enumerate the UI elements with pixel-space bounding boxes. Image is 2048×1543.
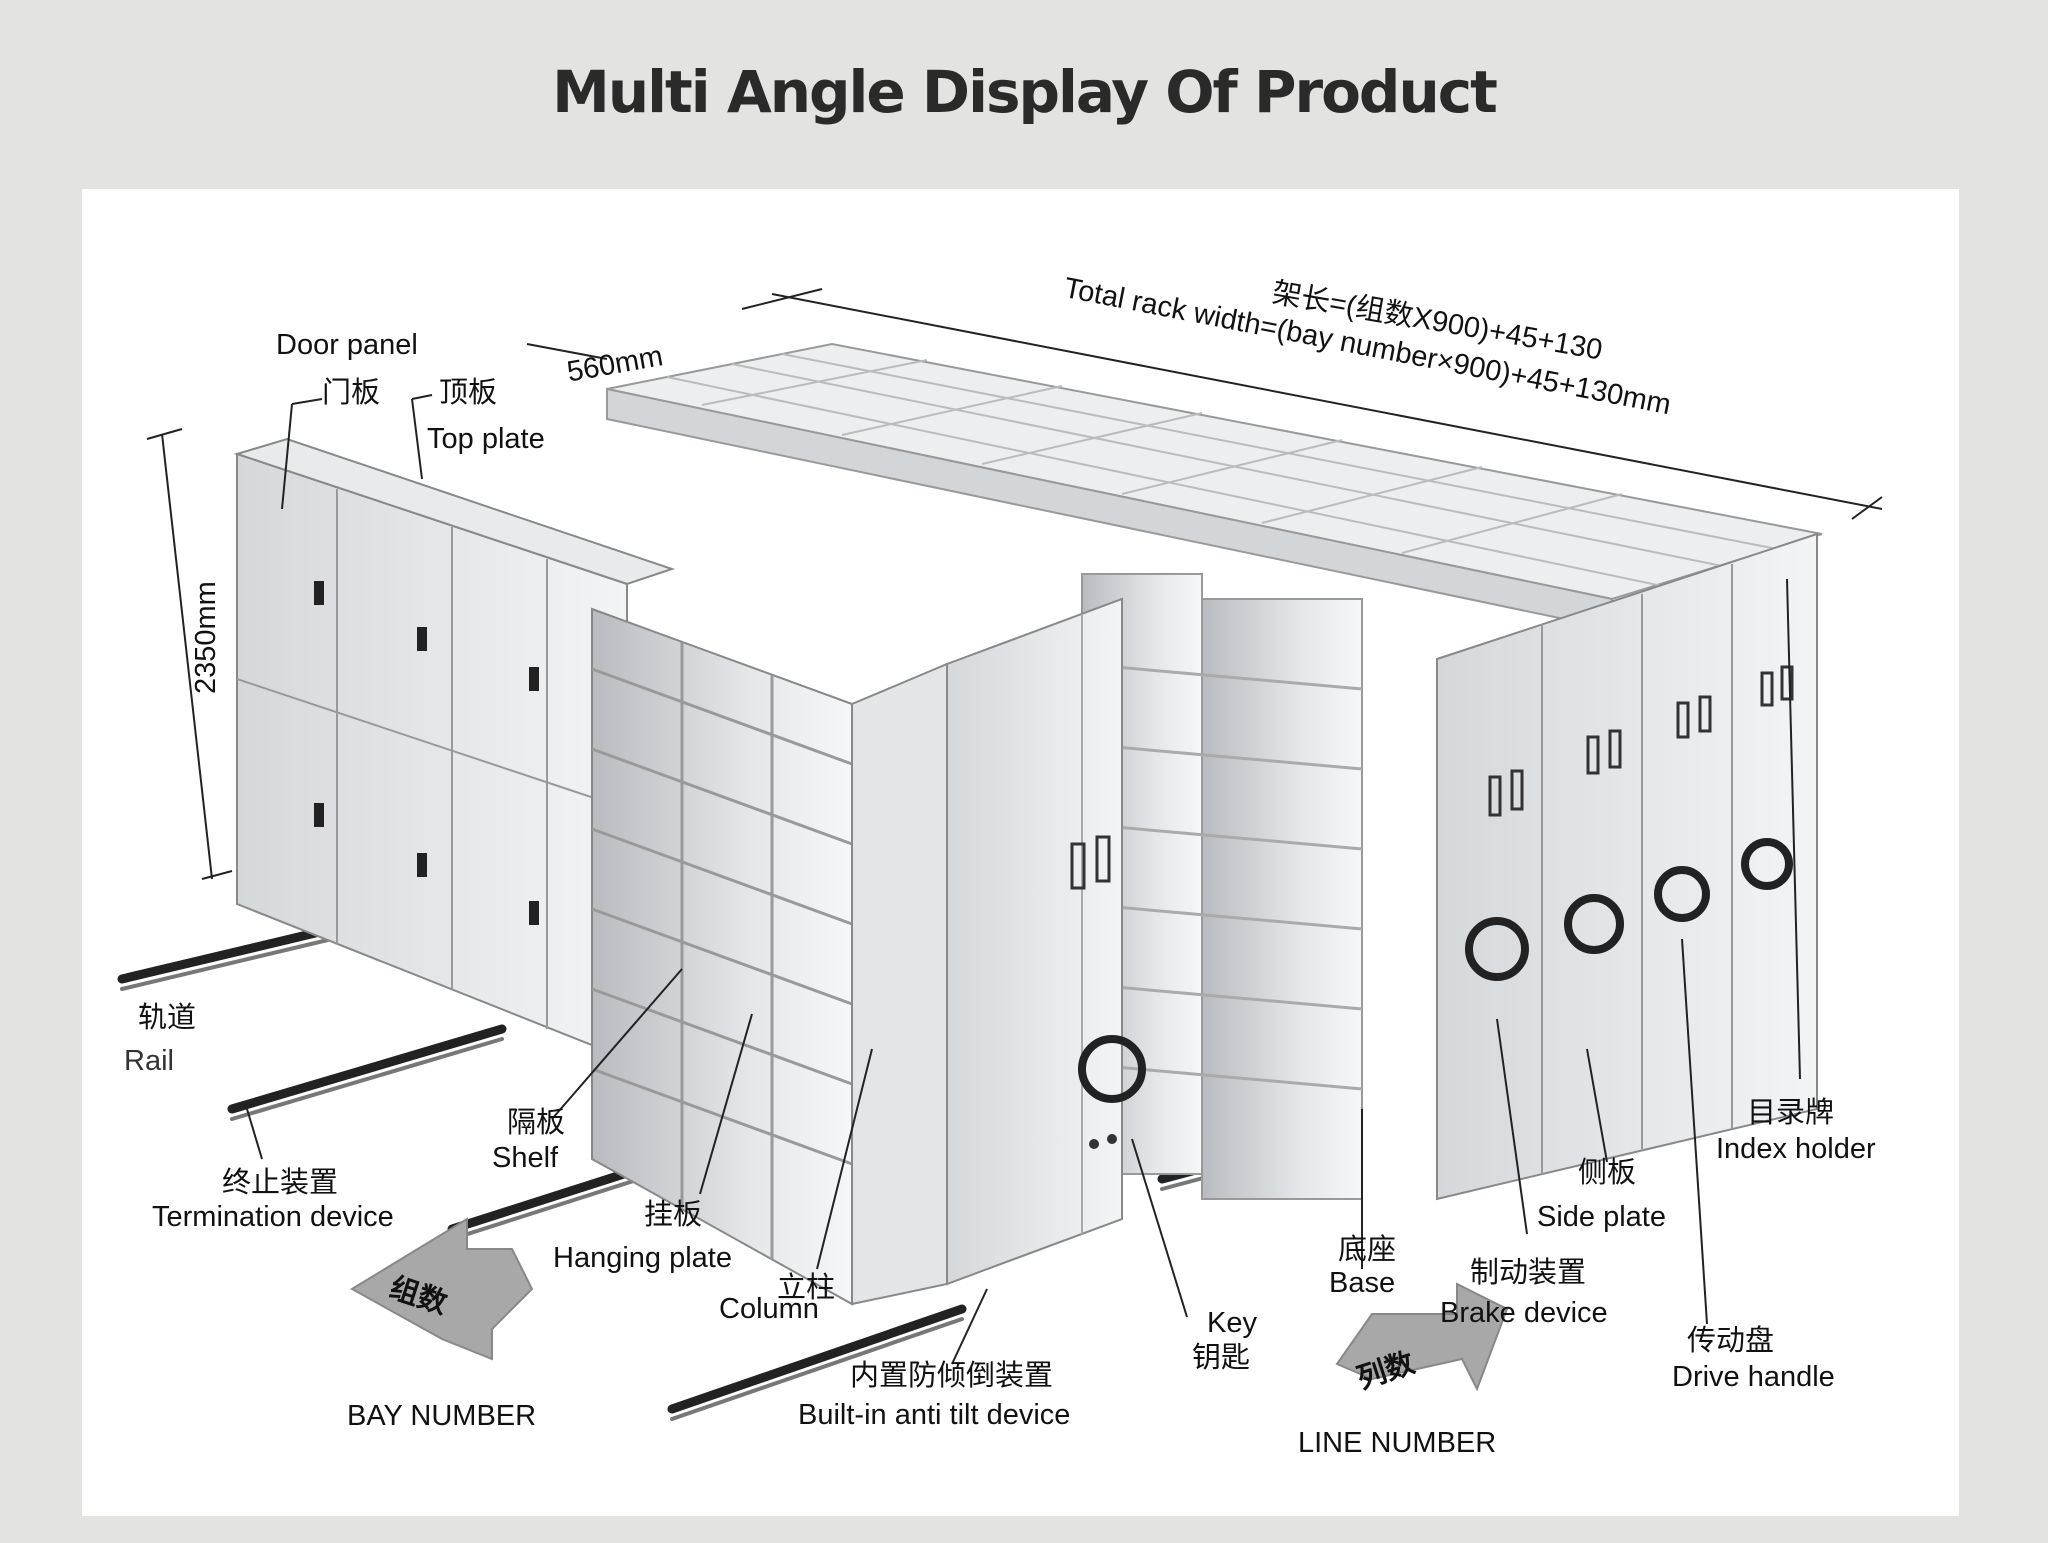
anti-tilt-label: Built-in anti tilt device (798, 1399, 1071, 1431)
brake-label: Brake device (1440, 1297, 1608, 1329)
column-label: Column (719, 1293, 819, 1325)
bay-number-label: BAY NUMBER (347, 1400, 537, 1432)
side-plate-cn-label: 侧板 (1578, 1157, 1637, 1189)
shelf-label: Shelf (492, 1142, 559, 1174)
top-plate-label: Top plate (427, 423, 545, 455)
rail-label: Rail (124, 1045, 174, 1077)
page-title: Multi Angle Display Of Product (552, 58, 1498, 126)
base-label: Base (1329, 1267, 1396, 1299)
side-plate-label: Side plate (1537, 1201, 1666, 1233)
diagram-panel: Door panel 门板 顶板 Top plate 560mm 2350mm … (82, 189, 1959, 1516)
termination-cn-label: 终止装置 (222, 1167, 339, 1199)
index-holder-cn-label: 目录牌 (1747, 1097, 1835, 1129)
hanging-plate-label: Hanging plate (553, 1242, 732, 1274)
line-number-arrow (1335, 1282, 1509, 1392)
door-panel-cn-label: 门板 (322, 377, 381, 409)
back-rack (606, 342, 1823, 1201)
height-dimension: 2350mm (190, 581, 222, 694)
shelving-illustration (117, 288, 1883, 1421)
closed-cabinet (233, 437, 676, 1061)
bay-number-arrow (350, 1217, 534, 1361)
base-cn-label: 底座 (1338, 1234, 1397, 1266)
termination-label: Termination device (152, 1201, 394, 1233)
brake-cn-label: 制动装置 (1470, 1257, 1587, 1289)
line-number-label: LINE NUMBER (1298, 1427, 1497, 1459)
drive-handle-label: Drive handle (1672, 1361, 1835, 1393)
shelf-cn-label: 隔板 (507, 1107, 566, 1139)
index-holder-label: Index holder (1716, 1133, 1876, 1165)
key-cn-label: 钥匙 (1192, 1342, 1251, 1374)
anti-tilt-cn-label: 内置防倾倒装置 (850, 1360, 1054, 1392)
drive-handle-cn-label: 传动盘 (1687, 1325, 1775, 1357)
door-panel-label: Door panel (276, 329, 418, 361)
rail-cn-label: 轨道 (138, 1002, 197, 1034)
key-label: Key (1207, 1307, 1257, 1339)
hanging-plate-cn-label: 挂板 (644, 1199, 703, 1231)
column-cn-label: 立柱 (777, 1272, 836, 1304)
leader-lines (146, 288, 1883, 1365)
front-open-rack (591, 597, 1146, 1306)
top-plate-cn-label: 顶板 (439, 377, 498, 409)
